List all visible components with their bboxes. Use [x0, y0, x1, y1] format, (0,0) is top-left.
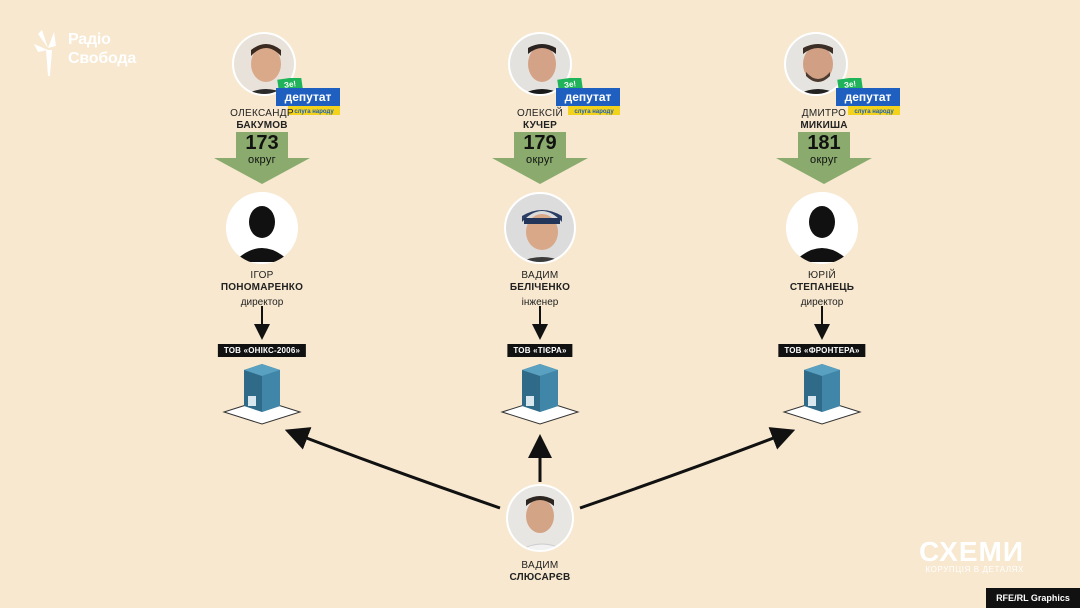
first-name: ДМИТРО	[801, 108, 847, 119]
silhouette-avatar	[226, 192, 298, 264]
building-icon	[222, 364, 302, 425]
skhemy-watermark-title: СХЕМИ	[919, 536, 1024, 567]
svg-text:Зе!: Зе!	[283, 79, 296, 90]
last-name: СТЕПАНЕЦЬ	[789, 282, 855, 293]
skhemy-watermark-subtitle: КОРУПЦІЯ В ДЕТАЛЯХ	[925, 565, 1024, 574]
first-name: ОЛЕКСАНДР	[230, 108, 294, 119]
district-label: округ	[526, 154, 554, 166]
company-label: ТОВ «ТІЄРА»	[507, 344, 573, 357]
district-number: 173	[245, 132, 279, 154]
district-label: округ	[810, 154, 838, 166]
svg-text:слуга народу: слуга народу	[294, 109, 334, 115]
district-arrow	[492, 132, 588, 184]
company-label: ТОВ «ФРОНТЕРА»	[778, 344, 866, 357]
svg-text:депутат: депутат	[845, 90, 892, 104]
role: інженер	[521, 297, 559, 308]
director-photo	[504, 192, 576, 264]
first-name: ВАДИМ	[521, 560, 559, 571]
district-arrow	[214, 132, 310, 184]
svg-text:депутат: депутат	[565, 90, 612, 104]
deputy-name: ОЛЕКСАНДР БАКУМОВ	[182, 108, 342, 132]
svg-text:слуга народу: слуга народу	[854, 109, 894, 115]
director-name: ВАДИМ БЕЛІЧЕНКО інженер	[460, 270, 620, 309]
director-name: ІГОР ПОНОМАРЕНКО директор	[182, 270, 342, 309]
last-name: МИКИША	[800, 120, 848, 131]
first-name: ВАДИМ	[521, 270, 559, 281]
torch-icon	[34, 30, 56, 76]
deputy-photo	[784, 32, 848, 96]
role: директор	[800, 297, 844, 308]
deputy-name: ДМИТРО МИКИША	[744, 108, 904, 132]
role: директор	[240, 297, 284, 308]
last-name: СЛЮСАРЄВ	[509, 572, 571, 583]
last-name: БАКУМОВ	[236, 120, 288, 131]
zedeputat-badge: Зе! депутат слуга народу	[276, 78, 340, 115]
logo-line1: Радіо	[68, 31, 111, 48]
svg-text:Зе!: Зе!	[843, 79, 856, 90]
deputy-name: ОЛЕКСІЙ КУЧЕР	[460, 108, 620, 132]
owner-name: ВАДИМ СЛЮСАРЄВ	[460, 560, 620, 584]
radio-svoboda-logo: Радіо Свобода	[34, 28, 136, 83]
first-name: ІГОР	[250, 270, 274, 281]
company-label: ТОВ «ОНІКС-2006»	[217, 344, 307, 357]
last-name: КУЧЕР	[523, 120, 557, 131]
arrow-owner-right	[579, 427, 796, 510]
last-name: ПОНОМАРЕНКО	[220, 282, 304, 293]
last-name: БЕЛІЧЕНКО	[509, 282, 571, 293]
zedeputat-badge: Зе! депутат слуга народу	[836, 78, 900, 115]
zedeputat-badge: Зе! депутат слуга народу	[556, 78, 620, 115]
graphics-credit: RFE/RL Graphics	[986, 588, 1080, 608]
first-name: ОЛЕКСІЙ	[517, 108, 563, 119]
district-number: 181	[807, 132, 841, 154]
deputy-photo	[508, 32, 572, 96]
building-icon	[500, 364, 580, 425]
logo-line2: Свобода	[68, 50, 137, 67]
arrow-owner-left	[284, 427, 501, 510]
owner-photo	[506, 484, 574, 552]
silhouette-avatar	[786, 192, 858, 264]
district-number: 179	[523, 132, 557, 154]
director-name: ЮРІЙ СТЕПАНЕЦЬ директор	[742, 270, 902, 309]
district-arrow	[776, 132, 872, 184]
district-label: округ	[248, 154, 276, 166]
building-icon	[782, 364, 862, 425]
svg-text:Зе!: Зе!	[563, 79, 576, 90]
first-name: ЮРІЙ	[808, 270, 836, 281]
svg-text:депутат: депутат	[285, 90, 332, 104]
svg-text:слуга народу: слуга народу	[574, 109, 614, 115]
